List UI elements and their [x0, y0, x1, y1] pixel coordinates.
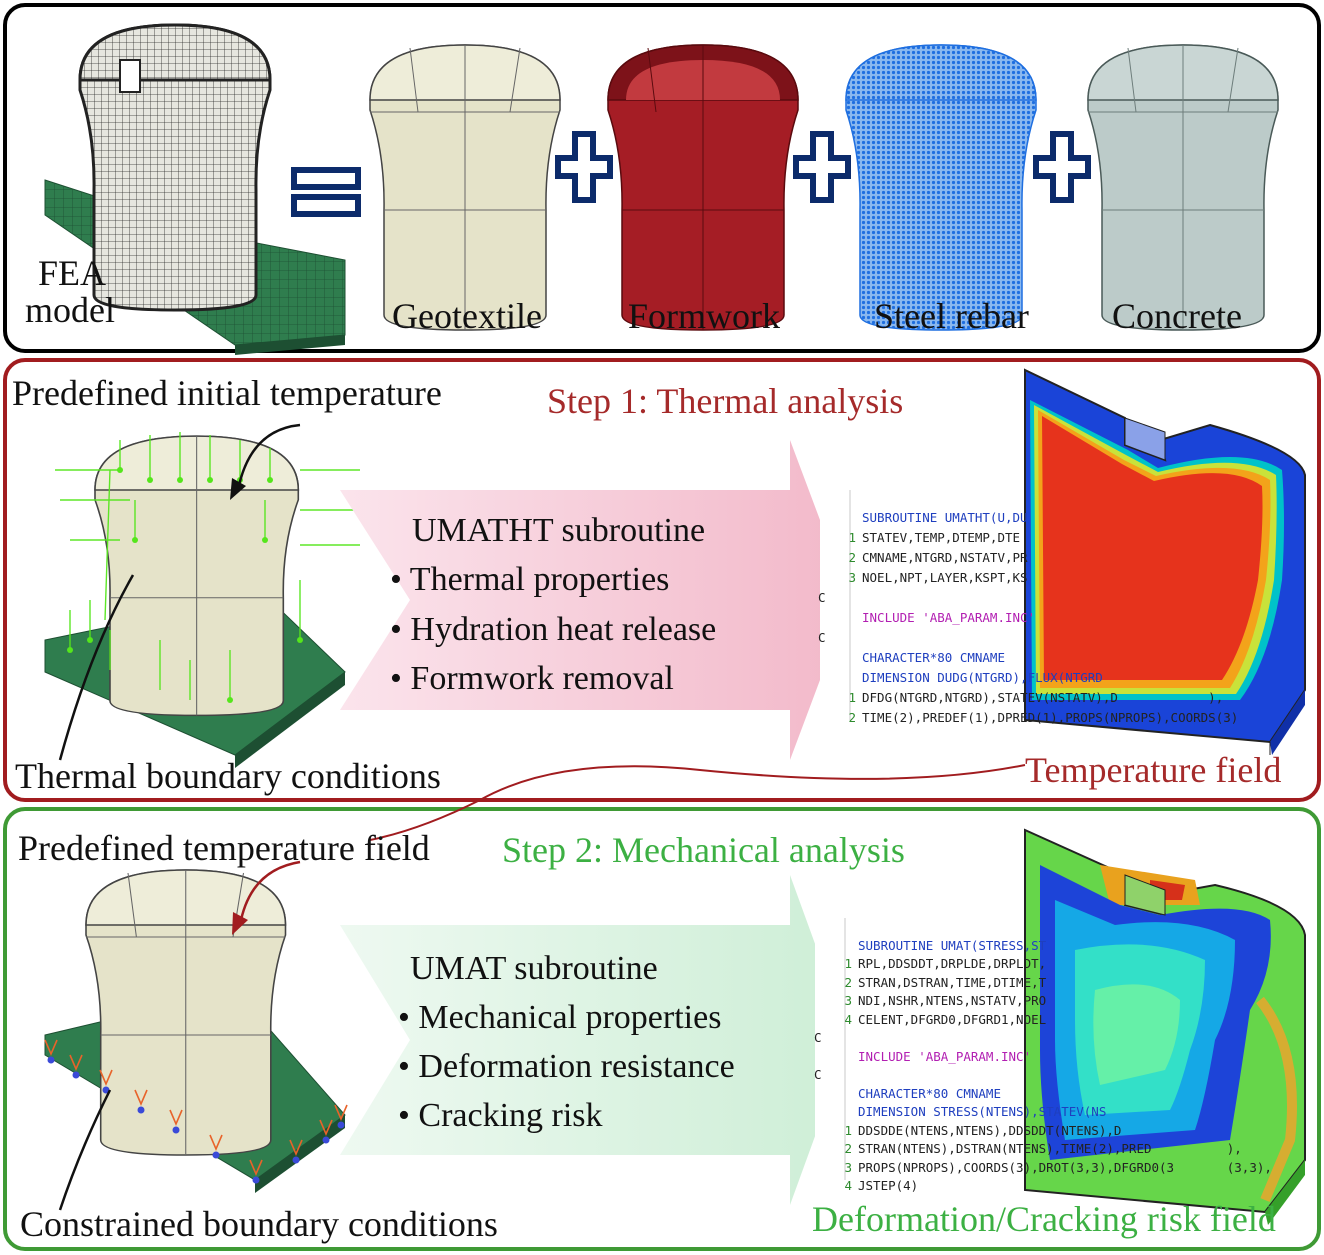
mechanical-bullet-1: • Mechanical properties	[398, 999, 722, 1036]
steel-rebar-label: Steel rebar	[874, 296, 1029, 336]
temperature-field-figure	[1024, 368, 1306, 755]
initial-temperature-annotation: Predefined initial temperature	[12, 373, 442, 413]
code-line: INCLUDE 'ABA_PARAM.INC'	[858, 1048, 1032, 1064]
umatht-subroutine-title: UMATHT subroutine	[412, 512, 706, 549]
constrained-boundary-annotation: Constrained boundary conditions	[20, 1204, 498, 1244]
code-line: DIMENSION STRESS(NTENS),STATEV(NS	[858, 1104, 1107, 1119]
code-line: CHARACTER*80 CMNAME	[858, 1085, 1001, 1101]
cracking-risk-field-figure	[1024, 828, 1306, 1225]
fea-model-figure	[44, 23, 346, 355]
mechanical-model-figure	[44, 860, 348, 1211]
plus-sign-3	[1033, 131, 1091, 203]
thermal-process-arrow	[340, 440, 850, 760]
code-line: C	[814, 1067, 822, 1082]
code-line: C	[818, 630, 826, 645]
formwork-label: Formwork	[628, 296, 780, 336]
formwork-figure	[607, 44, 799, 331]
code-line: DIMENSION DUDG(NTGRD),FLUX(NTGRD	[862, 670, 1103, 685]
code-line: CHARACTER*80 CMNAME	[862, 650, 1005, 665]
umat-subroutine-title: UMAT subroutine	[410, 950, 658, 987]
temperature-field-label: Temperature field	[1025, 750, 1282, 790]
code-line: SUBROUTINE UMAT(STRESS,ST	[858, 937, 1047, 953]
geotextile-label: Geotextile	[392, 296, 542, 336]
thermal-bullet-1: • Thermal properties	[390, 561, 670, 598]
plus-sign-2	[793, 131, 851, 203]
code-line: C	[814, 1030, 822, 1045]
equals-sign	[291, 167, 361, 217]
fea-label-line1: FEA	[38, 253, 107, 293]
thermal-model-figure	[44, 423, 370, 768]
thermal-bullet-3: • Formwork removal	[390, 660, 674, 697]
steel-rebar-figure	[845, 44, 1037, 331]
predefined-temperature-field-annotation: Predefined temperature field	[18, 828, 430, 868]
geotextile-figure	[369, 44, 561, 331]
mechanical-bullet-3: • Cracking risk	[398, 1097, 603, 1134]
mechanical-bullet-2: • Deformation resistance	[398, 1048, 735, 1085]
thermal-bullet-2: • Hydration heat release	[390, 611, 717, 648]
mechanical-process-arrow	[340, 875, 850, 1205]
model-composition-panel	[3, 3, 1321, 353]
plus-sign-1	[555, 131, 613, 203]
concrete-label: Concrete	[1112, 296, 1242, 336]
step2-title: Step 2: Mechanical analysis	[502, 830, 905, 870]
concrete-figure	[1087, 44, 1279, 331]
cracking-risk-field-label: Deformation/Cracking risk field	[812, 1199, 1276, 1239]
thermal-boundary-annotation: Thermal boundary conditions	[15, 756, 441, 796]
code-line: C	[818, 590, 826, 605]
code-line: SUBROUTINE UMATHT(U,DU	[862, 510, 1028, 525]
mechanical-analysis-panel	[3, 807, 1321, 1251]
step-connector-line	[369, 764, 1026, 841]
fea-label-line2: model	[25, 290, 115, 330]
step1-title: Step 1: Thermal analysis	[547, 381, 904, 421]
code-line: INCLUDE 'ABA_PARAM.INC'	[862, 610, 1036, 625]
thermal-analysis-panel	[3, 358, 1321, 802]
